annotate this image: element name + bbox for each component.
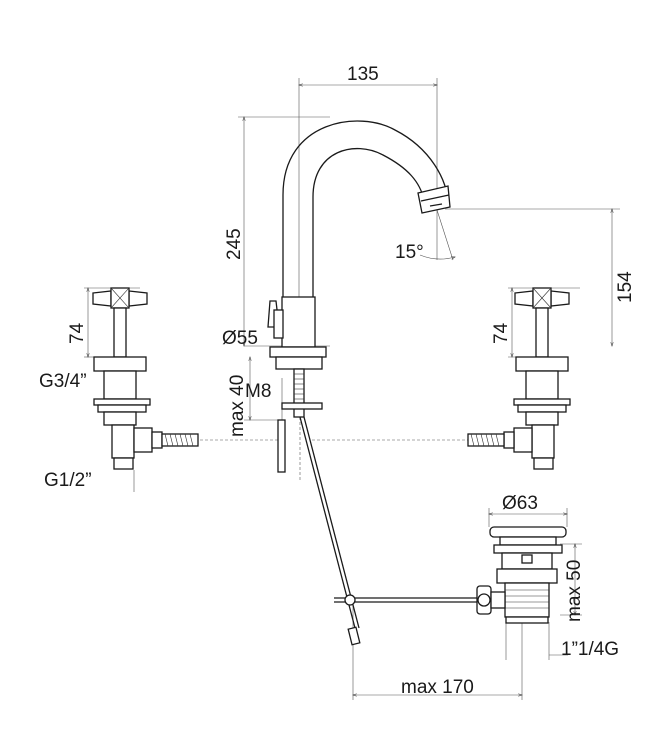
outlet-height-label: 154: [615, 271, 636, 303]
popup-rod: [299, 416, 477, 646]
m8-thread-label: M8: [245, 381, 271, 402]
drain-diameter-label: Ø63: [502, 493, 538, 514]
drain-thread-label: 1”1/4G: [561, 639, 619, 660]
left-valve: [92, 287, 199, 470]
spout: [267, 120, 451, 473]
centerlines: [175, 407, 475, 480]
g34-connection-label: G3/4”: [39, 371, 87, 392]
spout-angle-label: 15°: [395, 242, 424, 263]
right-valve: [467, 287, 571, 470]
g12-connection-label: G1/2”: [44, 470, 92, 491]
max-thickness-label: max 40: [227, 375, 248, 437]
spout-reach-label: 135: [347, 64, 379, 85]
spout-height-label: 245: [224, 228, 245, 260]
dimension-labels: 135 245 15° 154 74 74 Ø55 max 40 M8 G3/4…: [39, 64, 636, 698]
drain-waste: [476, 526, 567, 624]
body-diameter-label: Ø55: [222, 328, 258, 349]
drain-height-label: max 50: [564, 560, 585, 622]
handle-left-height-label: 74: [67, 322, 88, 344]
handle-right-height-label: 74: [491, 322, 512, 344]
rod-length-label: max 170: [401, 677, 474, 698]
